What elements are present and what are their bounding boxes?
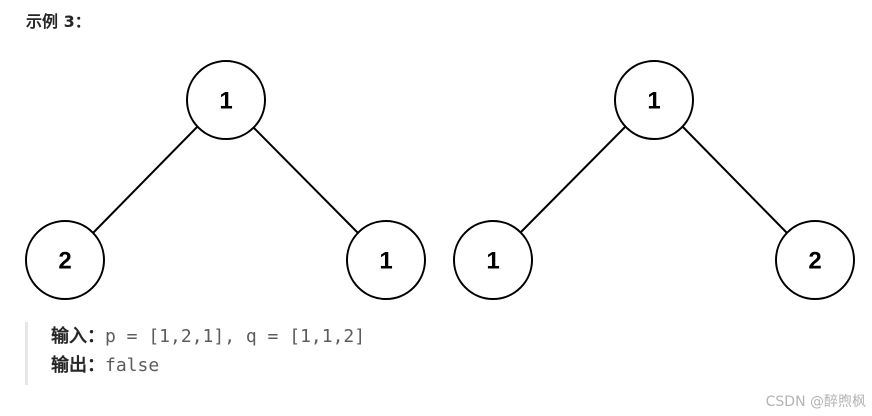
tree-q-edge-right (682, 126, 788, 234)
tree-p-edge-left (92, 126, 198, 234)
tree-p-right-node: 1 (346, 220, 426, 300)
binary-trees-diagram: 1 2 1 1 1 2 (25, 60, 855, 300)
tree-p-right-value: 1 (379, 248, 392, 275)
tree-q-right-value: 2 (808, 248, 821, 275)
tree-p-root-value: 1 (219, 88, 232, 115)
output-label: 输出： (51, 355, 105, 376)
input-value: p = [1,2,1], q = [1,1,2] (105, 326, 366, 347)
tree-q-left-node: 1 (453, 220, 533, 300)
tree-q-root-node: 1 (614, 60, 694, 140)
watermark: CSDN @醉煦枫 (765, 394, 866, 410)
input-label: 输入： (51, 326, 105, 347)
tree-q-root-value: 1 (647, 88, 660, 115)
tree-p-left-value: 2 (58, 248, 71, 275)
input-line: 输入：p = [1,2,1], q = [1,1,2] (51, 322, 365, 351)
output-line: 输出：false (51, 351, 365, 380)
example-io-block: 输入：p = [1,2,1], q = [1,1,2] 输出：false (25, 322, 365, 385)
tree-q-right-node: 2 (775, 220, 855, 300)
tree-p-root-node: 1 (186, 60, 266, 140)
tree-p-edge-right (252, 126, 359, 234)
output-value: false (105, 355, 160, 376)
tree-p-left-node: 2 (25, 220, 105, 300)
tree-q-left-value: 1 (486, 248, 499, 275)
example-heading: 示例 3： (26, 12, 91, 31)
tree-q-edge-left (519, 126, 626, 234)
